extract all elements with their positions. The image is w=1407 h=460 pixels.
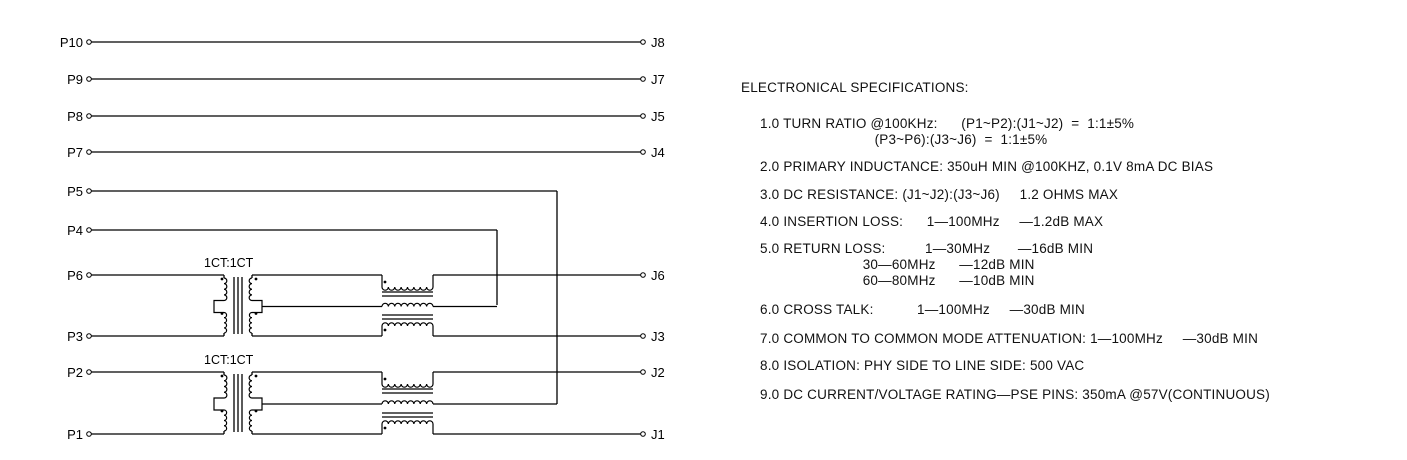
pin-terminal (86, 113, 92, 119)
polarity-dot (254, 374, 258, 378)
pin-terminal (86, 188, 92, 194)
pin-terminal (640, 369, 646, 375)
coil-winding (248, 311, 253, 334)
pin-label-j6: J6 (651, 268, 665, 283)
polarity-dot (220, 374, 224, 378)
pin-terminal (640, 76, 646, 82)
polarity-dot (220, 312, 224, 315)
polarity-dot (220, 277, 224, 281)
polarity-dot (383, 280, 387, 284)
choke-winding (381, 420, 434, 425)
coil-winding (223, 277, 228, 302)
specs-title: ELECTRONICAL SPECIFICATIONS: (741, 80, 969, 95)
pin-terminal (86, 39, 92, 45)
polarity-dot (383, 426, 387, 430)
pin-terminal (640, 149, 646, 155)
pin-label-p8: P8 (67, 109, 83, 124)
pin-label-j8: J8 (651, 35, 665, 50)
coil-winding (248, 409, 253, 432)
primary-center-tap (213, 299, 224, 314)
choke-winding (381, 302, 434, 307)
spec-line: 8.0 ISOLATION: PHY SIDE TO LINE SIDE: 50… (760, 358, 1085, 373)
polarity-dot (220, 409, 224, 413)
pin-terminal (640, 113, 646, 119)
pin-label-j4: J4 (651, 145, 665, 160)
pin-label-j3: J3 (651, 329, 665, 344)
spec-line: (P3~P6):(J3~J6) = 1:1±5% (760, 132, 1048, 147)
secondary-center-tap (252, 397, 263, 411)
pin-label-p3: P3 (67, 329, 83, 344)
pin-terminal (640, 39, 646, 45)
spec-line: 1.0 TURN RATIO @100KHz: (P1~P2):(J1~J2) … (760, 116, 1135, 131)
polarity-dot (254, 409, 258, 413)
coil-winding (223, 311, 228, 334)
spec-line: 5.0 RETURN LOSS: 1—30MHz —16dB MIN (760, 241, 1094, 256)
spec-line: 60—80MHz —10dB MIN (760, 273, 1035, 288)
pin-terminal (86, 227, 92, 233)
spec-line: 9.0 DC CURRENT/VOLTAGE RATING—PSE PINS: … (760, 387, 1270, 402)
spec-line: 2.0 PRIMARY INDUCTANCE: 350uH MIN @100KH… (760, 159, 1214, 174)
polarity-dot (254, 312, 258, 315)
pin-label-p5: P5 (67, 184, 83, 199)
polarity-dot (383, 328, 387, 332)
spec-line: 6.0 CROSS TALK: 1—100MHz —30dB MIN (760, 302, 1085, 317)
pin-label-p6: P6 (67, 268, 83, 283)
pin-label-p4: P4 (67, 223, 83, 238)
pin-label-p10: P10 (60, 35, 83, 50)
spec-line: 4.0 INSERTION LOSS: 1—100MHz —1.2dB MAX (760, 214, 1104, 229)
spec-line: 30—60MHz —12dB MIN (760, 257, 1035, 272)
pin-terminal (86, 272, 92, 278)
pin-label-j2: J2 (651, 365, 665, 380)
pin-label-j5: J5 (651, 109, 665, 124)
pin-terminal (640, 272, 646, 278)
pin-terminal (640, 431, 646, 437)
coil-winding (223, 374, 228, 399)
pin-label-p7: P7 (67, 145, 83, 160)
pin-label-j1: J1 (651, 427, 665, 442)
pin-terminal (86, 333, 92, 339)
pin-label-p1: P1 (67, 427, 83, 442)
spec-line: 3.0 DC RESISTANCE: (J1~J2):(J3~J6) 1.2 O… (760, 187, 1119, 202)
choke-winding (381, 286, 434, 291)
transformer-ratio-label: 1CT:1CT (204, 256, 254, 270)
transformer-ratio-label: 1CT:1CT (204, 353, 254, 367)
pin-label-p2: P2 (67, 365, 83, 380)
pin-terminal (640, 333, 646, 339)
coil-winding (223, 409, 228, 432)
coil-winding (248, 374, 253, 399)
pin-terminal (86, 369, 92, 375)
choke-winding (381, 322, 434, 327)
polarity-dot (383, 377, 387, 381)
coil-winding (248, 277, 253, 302)
polarity-dot (254, 277, 258, 281)
spec-line: 7.0 COMMON TO COMMON MODE ATTENUATION: 1… (760, 331, 1259, 346)
choke-winding (381, 383, 434, 388)
secondary-center-tap (252, 299, 263, 314)
pin-terminal (86, 76, 92, 82)
pin-label-j7: J7 (651, 72, 665, 87)
primary-center-tap (213, 397, 224, 411)
choke-winding (381, 400, 434, 405)
pin-label-p9: P9 (67, 72, 83, 87)
pin-terminal (86, 149, 92, 155)
pin-terminal (86, 431, 92, 437)
